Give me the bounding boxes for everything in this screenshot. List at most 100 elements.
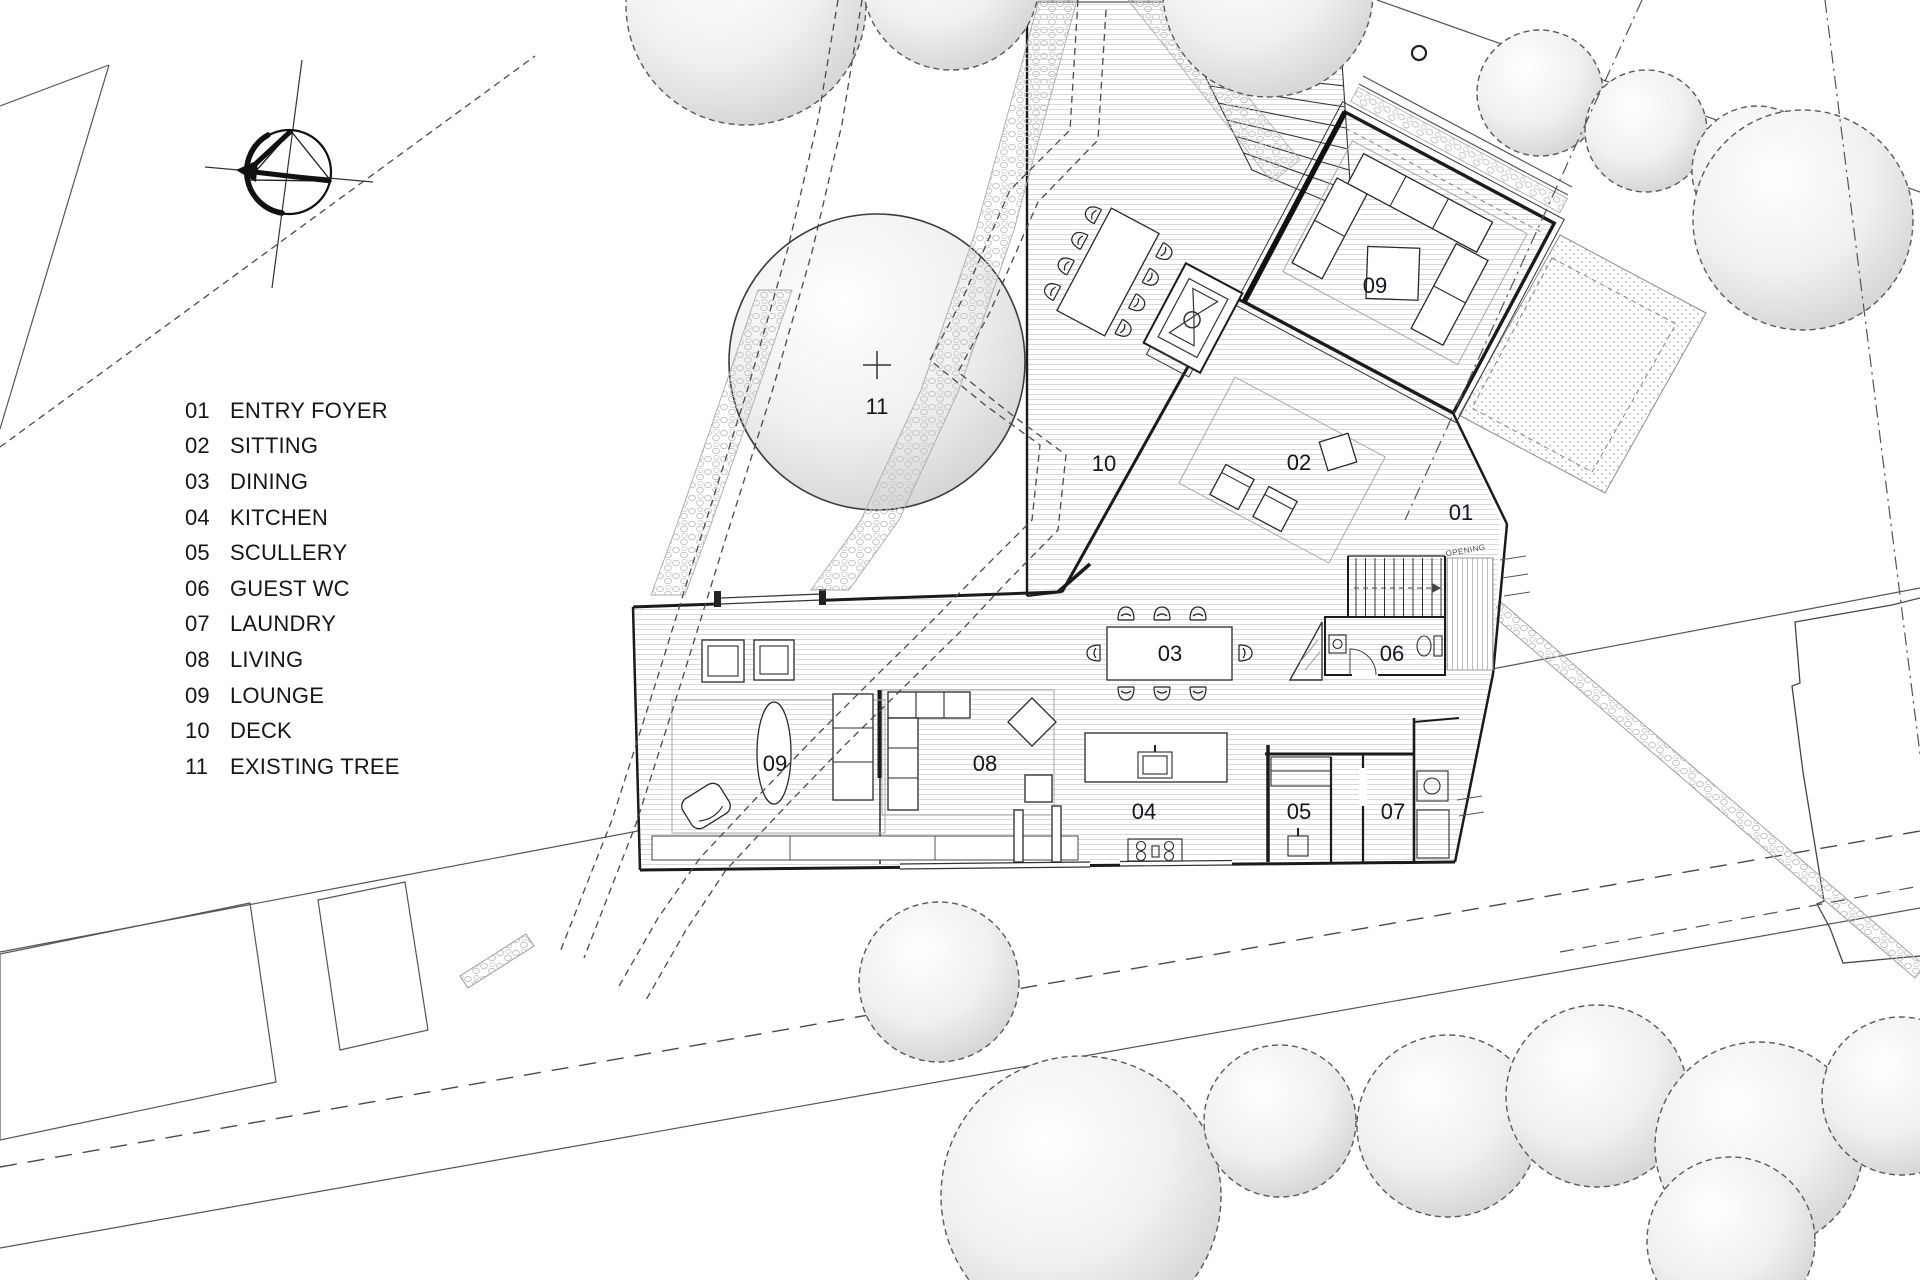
tree-icon — [1162, 0, 1374, 98]
room-labels: 11 09 02 10 01 03 06 09 08 04 05 07 OPEN… — [763, 273, 1486, 824]
wall-west — [1241, 110, 1348, 304]
pebble-band-stairs — [1127, 0, 1301, 183]
legend-item-label: LOUNGE — [230, 682, 325, 708]
door-swing — [1349, 648, 1377, 676]
cooktop-controls — [1151, 845, 1160, 858]
wall — [1413, 717, 1460, 723]
wall — [631, 606, 642, 871]
dining-table — [1106, 626, 1233, 681]
cooktop — [1127, 838, 1183, 862]
tree-icon — [1646, 1156, 1816, 1280]
legend-item-number: 08 — [185, 646, 210, 672]
entry-steps — [1499, 555, 1531, 597]
site-lines — [0, 0, 1920, 1249]
burner — [1163, 850, 1175, 862]
tall-cabinet — [1051, 805, 1062, 863]
window — [714, 588, 826, 607]
planter-hatch — [1299, 639, 1321, 671]
armchair-cushion — [759, 645, 789, 675]
trees-bottom — [858, 901, 1920, 1280]
rug — [671, 699, 886, 834]
wall-outer-skin — [1233, 100, 1565, 424]
laundry-fittings — [1416, 770, 1450, 859]
fireplace — [1142, 261, 1244, 378]
room-label-lounge-upper: 09 — [1363, 273, 1387, 298]
room-label-deck: 10 — [1092, 451, 1116, 476]
boundary-dashdot — [1824, 0, 1920, 759]
legend-item-label: LAUNDRY — [230, 611, 337, 637]
outdoor-table — [1056, 207, 1160, 337]
legend-item-number: 03 — [185, 468, 210, 494]
washing-machine — [1416, 770, 1449, 802]
legend-item-number: 10 — [185, 718, 210, 744]
legend-item-label: EXISTING TREE — [230, 753, 400, 779]
cabinetry-band — [651, 835, 1079, 861]
sofa-chaise — [887, 717, 919, 811]
dining-set — [1086, 606, 1253, 701]
legend-item-label: SITTING — [230, 433, 319, 459]
side-table-diamond — [1007, 697, 1057, 747]
neighbour-building-outline — [0, 902, 277, 1141]
room-label-entry: 01 — [1449, 500, 1473, 525]
tree-icon — [625, 0, 867, 126]
neighbour-building-outline — [317, 881, 429, 1051]
pebble-path — [1490, 601, 1920, 979]
tree-center-marker — [863, 351, 891, 379]
tree-icon — [864, 0, 1038, 71]
legend-item: 08 LIVING — [185, 642, 400, 678]
room-label-existing-tree: 11 — [866, 394, 889, 419]
rug — [1178, 376, 1386, 564]
lounge-upper-wing — [1233, 86, 1568, 424]
basin-icon — [1328, 634, 1347, 654]
road-lower-edge — [0, 907, 1920, 1249]
rug — [1282, 140, 1528, 366]
legend-item-number: 09 — [185, 682, 210, 708]
tree-icon — [1584, 69, 1708, 193]
burner — [1135, 850, 1147, 862]
laundry-counter — [1416, 809, 1450, 859]
lounge-lower-furniture — [671, 639, 886, 834]
laundry-steps — [1456, 795, 1485, 817]
toilet-icon — [1416, 635, 1432, 657]
washer-drum — [1423, 777, 1441, 795]
armchair-cushion — [707, 645, 739, 677]
lounge-chair — [1209, 463, 1255, 511]
legend-item-number: 06 — [185, 575, 210, 601]
room-label-guest-wc: 06 — [1380, 641, 1404, 666]
pole-marker — [1410, 44, 1428, 62]
room-label-scullery: 05 — [1287, 799, 1311, 824]
paved-terrace-dashed-border — [1471, 257, 1677, 473]
legend-item: 06 GUEST WC — [185, 571, 400, 607]
wall — [1453, 523, 1509, 863]
floor-hatch-main — [633, 2, 1500, 870]
oval-table — [756, 701, 792, 805]
trees-top — [625, 0, 1914, 331]
lounge-chair — [1252, 485, 1298, 533]
legend-item: 09 LOUNGE — [185, 678, 400, 714]
sofa — [832, 693, 874, 801]
tree-icon — [858, 901, 1020, 1063]
tall-cabinet — [1013, 809, 1024, 863]
toilet-cistern — [1433, 635, 1443, 657]
north-arrow-icon — [204, 59, 374, 289]
room-label-sitting: 02 — [1287, 450, 1311, 475]
sofa — [887, 691, 971, 719]
tree-icon — [1692, 109, 1914, 331]
tree-icon — [1821, 1016, 1920, 1176]
wall — [1026, 591, 1063, 597]
boundary-line — [0, 64, 110, 107]
legend-item-label: GUEST WC — [230, 575, 350, 601]
legend-item-label: LIVING — [230, 646, 304, 672]
kitchen-island — [1084, 732, 1228, 783]
sofa-cushions — [833, 727, 873, 763]
boundary-dashdot — [1404, 0, 1643, 521]
